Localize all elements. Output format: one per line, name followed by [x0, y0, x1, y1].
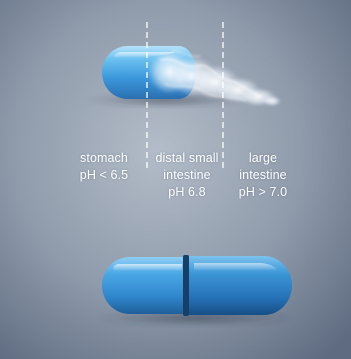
zone-large-line-2: intestine	[226, 167, 300, 184]
zone-small-line-2: intestine	[144, 167, 230, 184]
zone-stomach-line-1: stomach	[62, 150, 146, 167]
zone-label-stomach: stomach pH < 6.5	[62, 150, 146, 184]
zone-small-line-3: pH 6.8	[144, 184, 230, 201]
zone-label-large-intestine: large intestine pH > 7.0	[226, 150, 300, 201]
intact-capsule	[95, 255, 295, 326]
zone-large-line-3: pH > 7.0	[226, 184, 300, 201]
zone-small-line-1: distal small	[144, 150, 230, 167]
zone-stomach-line-2: pH < 6.5	[62, 167, 146, 184]
zone-large-line-1: large	[226, 150, 300, 167]
zone-label-distal-small-intestine: distal small intestine pH 6.8	[144, 150, 230, 201]
capsule-seam	[183, 255, 189, 316]
